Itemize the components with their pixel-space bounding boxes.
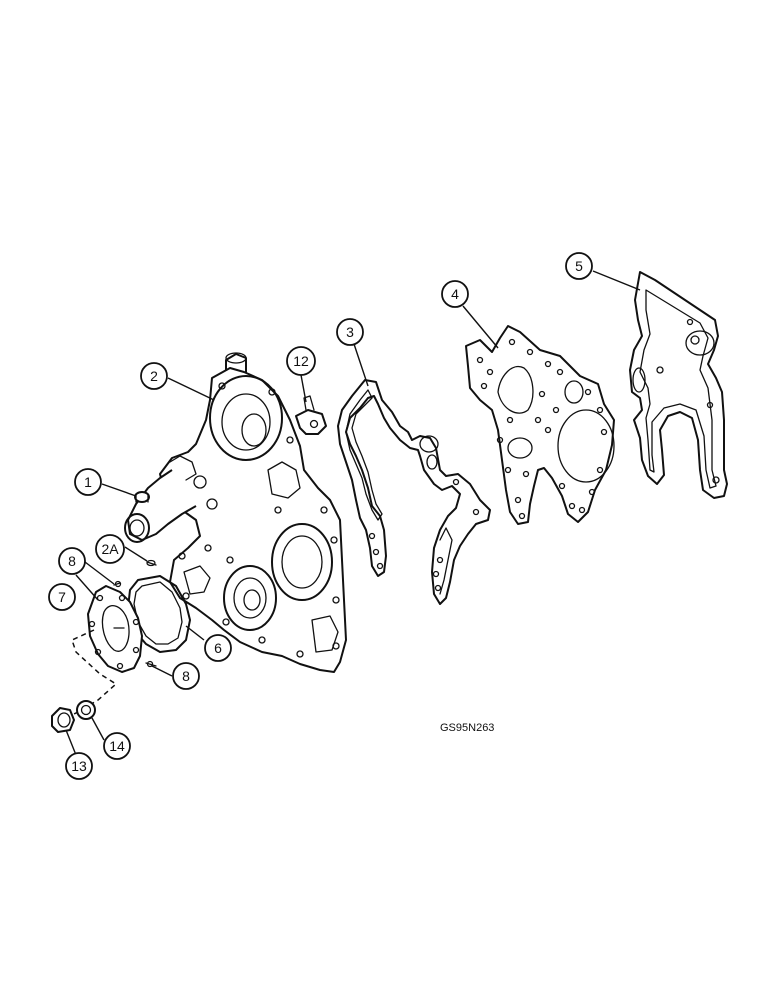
svg-text:5: 5 bbox=[575, 258, 583, 274]
callout-6: 6 bbox=[204, 634, 232, 662]
svg-text:2A: 2A bbox=[101, 541, 119, 557]
callout-1: 1 bbox=[74, 468, 102, 496]
callout-8-upper: 8 bbox=[58, 547, 86, 575]
callout-3: 3 bbox=[336, 318, 364, 346]
svg-text:13: 13 bbox=[71, 758, 87, 774]
svg-text:8: 8 bbox=[68, 553, 76, 569]
svg-text:12: 12 bbox=[293, 353, 309, 369]
svg-text:1: 1 bbox=[84, 474, 92, 490]
callout-13: 13 bbox=[65, 752, 93, 780]
part-8-screw-upper bbox=[113, 580, 122, 588]
part-2-timing-cover bbox=[124, 352, 347, 673]
callout-14: 14 bbox=[103, 732, 131, 760]
svg-text:7: 7 bbox=[58, 589, 66, 605]
callout-2a: 2A bbox=[95, 534, 125, 564]
leader-lines bbox=[65, 270, 641, 761]
svg-text:2: 2 bbox=[150, 368, 158, 384]
svg-text:14: 14 bbox=[109, 738, 125, 754]
svg-text:3: 3 bbox=[346, 324, 354, 340]
part-7-cover-plate bbox=[87, 585, 143, 673]
figure-code: GS95N263 bbox=[440, 722, 494, 734]
part-4-front-plate bbox=[465, 325, 615, 525]
part-1-plug bbox=[134, 491, 150, 503]
callout-8-lower: 8 bbox=[172, 662, 200, 690]
part-5-gasket bbox=[629, 271, 728, 499]
part-3-gasket bbox=[337, 379, 491, 605]
part-14-washer bbox=[76, 700, 96, 720]
callout-5: 5 bbox=[565, 252, 593, 280]
svg-text:8: 8 bbox=[182, 668, 190, 684]
svg-text:6: 6 bbox=[214, 640, 222, 656]
part-12-bracket bbox=[295, 395, 327, 435]
callout-12: 12 bbox=[286, 346, 316, 376]
callout-7: 7 bbox=[48, 583, 76, 611]
part-13-plug bbox=[51, 707, 75, 733]
part-8-screw-lower bbox=[145, 660, 157, 668]
callout-4: 4 bbox=[441, 280, 469, 308]
callout-2: 2 bbox=[140, 362, 168, 390]
svg-text:4: 4 bbox=[451, 286, 459, 302]
part-2a-pin bbox=[146, 559, 157, 567]
